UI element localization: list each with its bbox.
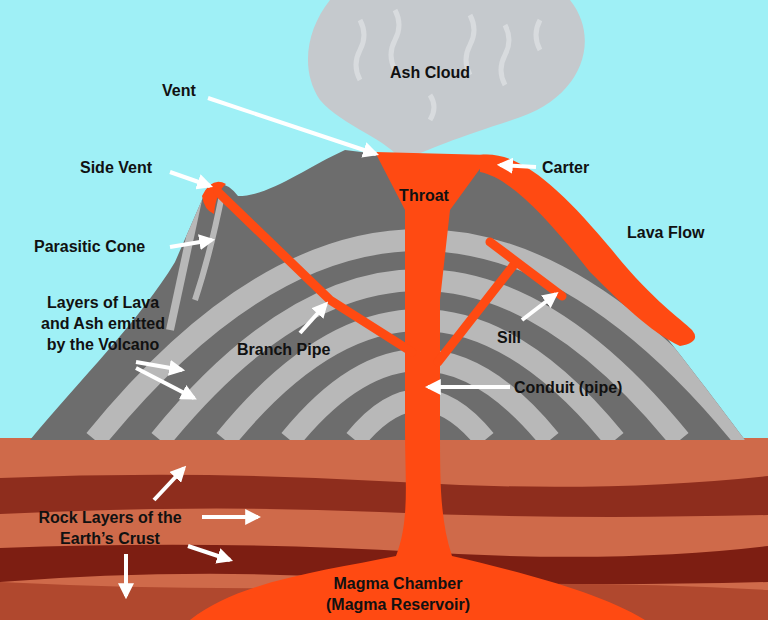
part-label: Throat [399,185,449,206]
part-label: Vent [162,80,196,101]
part-label: Magma Chamber (Magma Reservoir) [313,573,483,615]
magma [190,152,695,620]
volcano-cone [30,150,745,440]
part-label: Rock Layers of the Earth’s Crust [20,507,200,549]
cloud-label: Ash Cloud [390,62,470,83]
part-label: Lava Flow [627,222,704,243]
part-label: Conduit (pipe) [514,377,622,398]
leader-arrows [126,98,556,596]
part-label: Parasitic Cone [34,236,145,257]
part-label: Side Vent [80,157,152,178]
part-label: Carter [542,157,589,178]
pipes [218,192,562,362]
part-label: Sill [497,327,521,348]
part-label: Branch Pipe [237,339,330,360]
part-label: Layers of Lava and Ash emitted by the Vo… [33,292,173,355]
ash-cloud [308,0,585,162]
